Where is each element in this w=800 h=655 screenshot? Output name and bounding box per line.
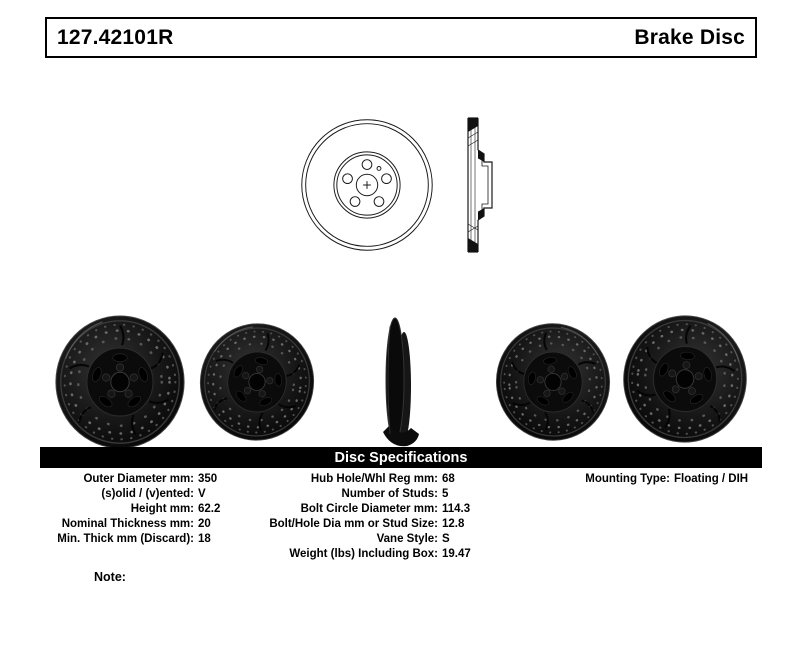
spec-value: 5: [442, 488, 449, 500]
spec-column-left: Outer Diameter mm: 350 (s)olid / (v)ente…: [40, 472, 220, 547]
spec-value: 68: [442, 473, 455, 485]
spec-label: Bolt/Hole Dia mm or Stud Size:: [269, 518, 438, 530]
spec-label: Nominal Thickness mm:: [61, 518, 194, 530]
specs-banner: Disc Specifications: [40, 447, 762, 468]
spec-column-middle: Hub Hole/Whl Reg mm: 68 Number of Studs:…: [240, 472, 471, 562]
spec-label: (s)olid / (v)ented:: [101, 488, 194, 500]
disc-front-drawing: [301, 119, 433, 251]
spec-label: Height mm:: [130, 503, 194, 515]
spec-label: Weight (lbs) Including Box:: [289, 548, 438, 560]
spec-value: 350: [198, 473, 218, 485]
spec-value: 12.8: [442, 518, 465, 530]
spec-label: Number of Studs:: [341, 488, 438, 500]
rotor-photo-angled-3: [493, 320, 613, 444]
note-label: Note:: [94, 570, 126, 584]
part-number: 127.42101R: [57, 25, 174, 49]
rotor-photo-angled-2: [197, 320, 317, 444]
spec-label: Min. Thick mm (Discard):: [57, 533, 194, 545]
spec-value: 19.47: [442, 548, 471, 560]
spec-label: Hub Hole/Whl Reg mm:: [310, 473, 438, 485]
rotor-photo-angled-4: [620, 312, 750, 446]
spec-value: Floating / DIH: [674, 473, 749, 485]
rotor-photo-edge-view: [377, 314, 425, 450]
spec-value: V: [198, 488, 206, 500]
spec-label: Vane Style:: [376, 533, 438, 545]
spec-value: 114.3: [442, 503, 471, 515]
spec-label: Outer Diameter mm:: [83, 473, 194, 485]
disc-cross-section-drawing: [467, 117, 493, 253]
rotor-photo-angled-1: [52, 314, 188, 450]
spec-value: 20: [198, 518, 211, 530]
spec-value: 18: [198, 533, 211, 545]
specs-banner-title: Disc Specifications: [334, 449, 468, 466]
header: 127.42101R Brake Disc: [45, 17, 757, 58]
spec-label: Bolt Circle Diameter mm:: [300, 503, 438, 515]
spec-column-right: Mounting Type: Floating / DIH: [578, 472, 748, 487]
spec-label: Mounting Type:: [585, 473, 670, 485]
spec-value: 62.2: [198, 503, 221, 515]
spec-value: S: [442, 533, 450, 545]
product-type-title: Brake Disc: [634, 25, 745, 49]
